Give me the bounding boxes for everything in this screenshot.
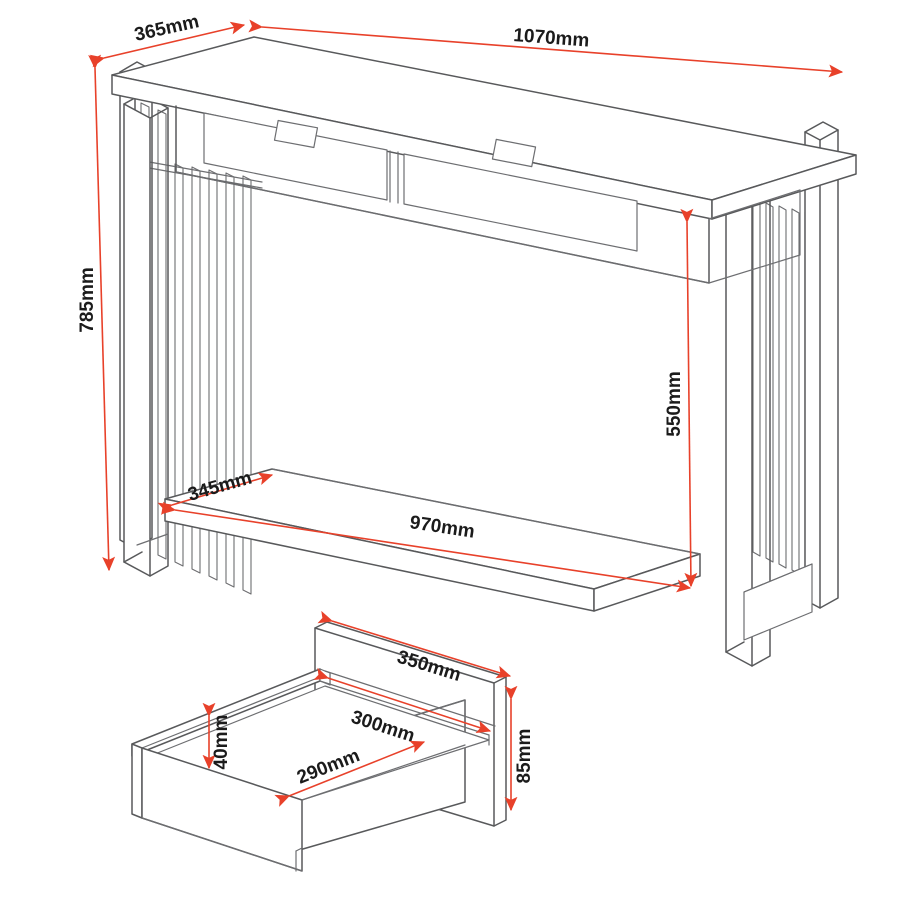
dimension-label-table-depth: 365mm (133, 11, 201, 46)
dimension-table-height: 785mm (77, 54, 116, 572)
drawer-front-panel (141, 747, 303, 872)
leg-front-right (725, 159, 771, 667)
drawer-front-left[interactable] (203, 112, 388, 201)
drawer-side-left (131, 668, 331, 819)
drawer-front-right[interactable] (403, 138, 638, 252)
dimension-label-drawer-outer-height: 85mm (514, 729, 535, 784)
main-table-view (111, 36, 857, 667)
dimension-label-drawer-inner-height: 40mm (211, 715, 232, 770)
dimension-label-table-height: 785mm (77, 267, 98, 333)
leg-front-left (123, 93, 169, 577)
drawer-handle-right[interactable] (491, 138, 537, 168)
drawer-handle-left[interactable] (273, 119, 319, 149)
side-slats-right (752, 199, 813, 581)
dimension-drawer-inner-height: 40mm (202, 702, 232, 770)
dimension-table-width: 1070mm (248, 19, 844, 78)
dimension-label-clearance-height: 550mm (664, 371, 685, 437)
leg-back-right (804, 121, 839, 609)
drawer-detail-view (131, 621, 507, 872)
dimension-drawer-outer-height: 85mm (504, 685, 535, 812)
